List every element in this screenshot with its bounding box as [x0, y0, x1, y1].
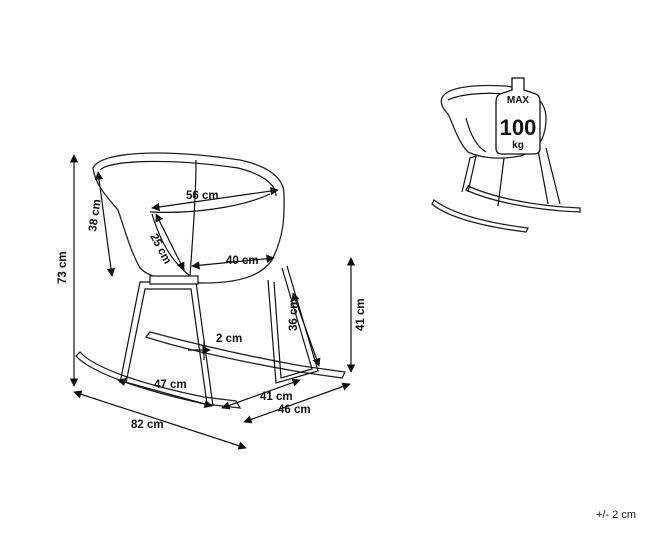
load-right-runner	[465, 185, 581, 213]
main-chair: 73 cm 38 cm 56 cm 25 cm 40 cm 36 cm 41 c…	[57, 152, 367, 450]
label-overall-length: 82 cm	[131, 419, 164, 431]
label-inner-width: 40 cm	[226, 255, 259, 267]
label-seat-height: 41 cm	[355, 298, 367, 331]
label-runner-spacing: 41 cm	[260, 391, 293, 403]
label-leg-spacing: 47 cm	[154, 379, 187, 391]
load-value: 100	[500, 115, 537, 140]
tolerance-note: +/- 2 cm	[595, 509, 636, 521]
label-seat-width: 56 cm	[186, 190, 219, 202]
label-backrest-height: 38 cm	[87, 198, 103, 232]
load-chair: MAX 100 kg	[431, 77, 581, 233]
label-height-total: 73 cm	[57, 251, 69, 284]
load-unit: kg	[512, 140, 524, 151]
load-left-runner	[431, 199, 529, 233]
label-clearance: 2 cm	[216, 333, 242, 345]
weight-icon	[495, 77, 541, 155]
label-overall-width: 46 cm	[278, 404, 311, 416]
label-leg-height: 36 cm	[288, 298, 300, 331]
load-max-label: MAX	[507, 95, 530, 106]
load-legs	[461, 147, 561, 207]
seat-mount	[149, 275, 199, 285]
